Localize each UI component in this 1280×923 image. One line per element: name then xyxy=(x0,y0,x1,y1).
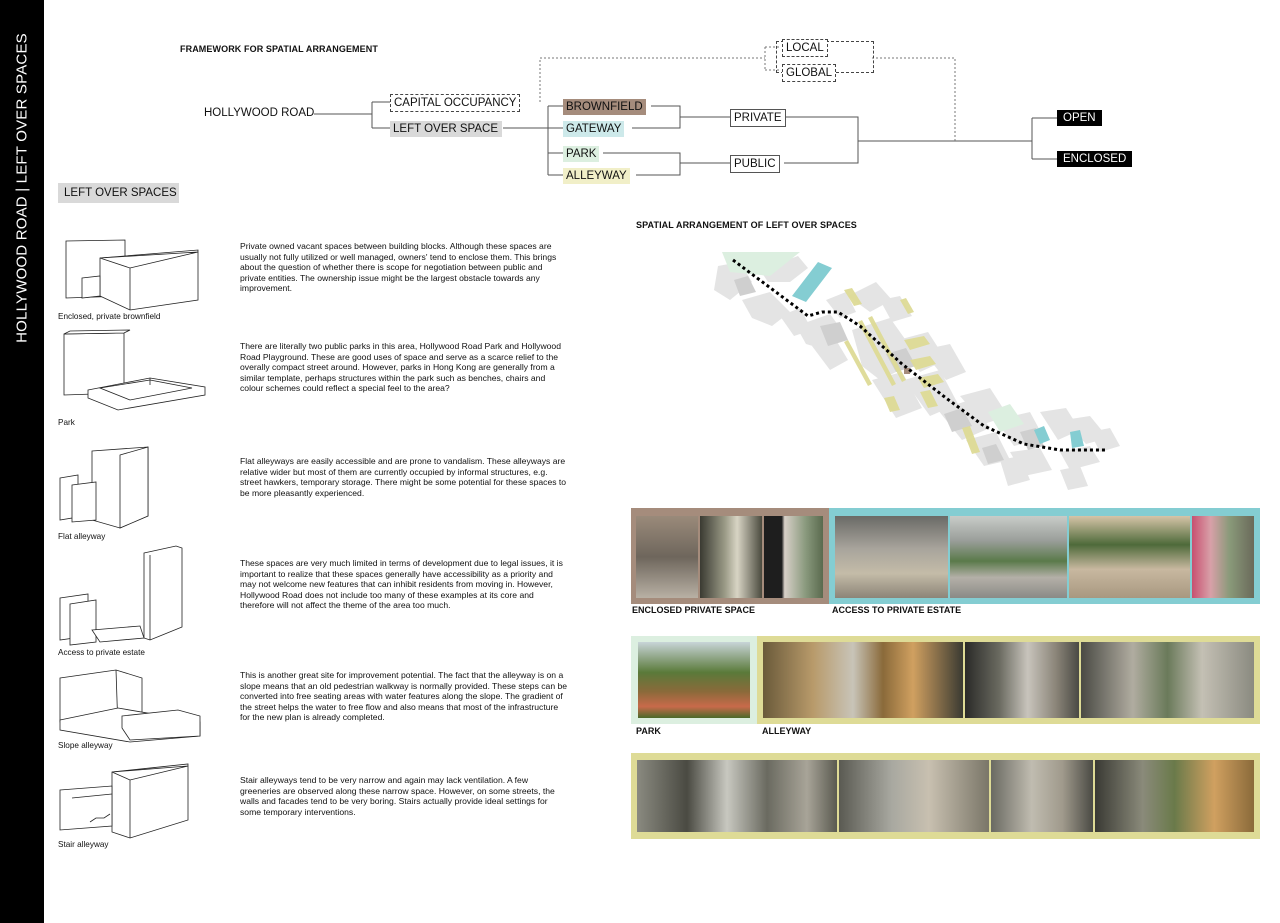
photo-alleyway-3 xyxy=(1081,642,1254,718)
caption-park-gallery: PARK xyxy=(636,726,661,736)
photo-alleyway-2 xyxy=(965,642,1079,718)
node-enclosed: ENCLOSED xyxy=(1057,151,1133,167)
section-head: LEFT OVER SPACES xyxy=(58,183,179,203)
framework-title: FRAMEWORK FOR SPATIAL ARRANGEMENT xyxy=(180,44,378,54)
node-open: OPEN xyxy=(1057,110,1102,126)
node-brownfield: BROWNFIELD xyxy=(563,99,646,115)
photo-park xyxy=(638,642,750,718)
side-band: HOLLYWOOD ROAD | LEFT OVER SPACES xyxy=(0,0,44,923)
text-flat-alleyway: Flat alleyways are easily accessible and… xyxy=(240,456,567,498)
node-park: PARK xyxy=(563,146,600,162)
photo-access-4 xyxy=(1192,516,1254,598)
node-public: PUBLIC xyxy=(730,155,780,173)
side-title: HOLLYWOOD ROAD | LEFT OVER SPACES xyxy=(13,33,31,343)
text-park: There are literally two public parks in … xyxy=(240,341,561,394)
caption-alleyway-gallery: ALLEYWAY xyxy=(762,726,812,736)
photo-stair-2 xyxy=(839,760,989,832)
caption-brownfield: Enclosed, private brownfield xyxy=(58,312,161,321)
node-hollywood-road: HOLLYWOOD ROAD xyxy=(204,107,315,119)
photo-stair-3 xyxy=(991,760,1093,832)
caption-flat-alleyway: Flat alleyway xyxy=(58,532,106,541)
text-slope-alleyway: This is another great site for improveme… xyxy=(240,670,568,723)
caption-stair-alleyway: Stair alleyway xyxy=(58,840,109,849)
caption-enclosed-private-space: ENCLOSED PRIVATE SPACE xyxy=(632,605,756,615)
caption-access-estate: Access to private estate xyxy=(58,648,145,657)
node-private: PRIVATE xyxy=(730,109,786,127)
node-alleyway: ALLEYWAY xyxy=(563,168,630,184)
text-stair-alleyway: Stair alleyways tend to be very narrow a… xyxy=(240,775,555,817)
node-global: GLOBAL xyxy=(782,64,837,82)
photo-access-2 xyxy=(950,516,1067,598)
photo-access-3 xyxy=(1069,516,1190,598)
text-brownfield: Private owned vacant spaces between buil… xyxy=(240,241,557,294)
node-capital-occupancy: CAPITAL OCCUPANCY xyxy=(390,94,521,112)
text-access-estate: These spaces are very much limited in te… xyxy=(240,558,563,611)
photo-enclosed-1 xyxy=(636,516,698,598)
photo-stair-1 xyxy=(637,760,837,832)
caption-park: Park xyxy=(58,418,75,427)
caption-access-private-estate: ACCESS TO PRIVATE ESTATE xyxy=(832,605,962,615)
photo-stair-4 xyxy=(1095,760,1254,832)
caption-slope-alleyway: Slope alleyway xyxy=(58,741,113,750)
node-gateway: GATEWAY xyxy=(563,121,625,137)
photo-enclosed-2 xyxy=(700,516,762,598)
photo-enclosed-3 xyxy=(764,516,823,598)
map-title: SPATIAL ARRANGEMENT OF LEFT OVER SPACES xyxy=(636,220,857,230)
node-local: LOCAL xyxy=(782,39,828,57)
photo-alleyway-1 xyxy=(763,642,963,718)
photo-access-1 xyxy=(835,516,948,598)
node-left-over-space: LEFT OVER SPACE xyxy=(390,121,502,137)
